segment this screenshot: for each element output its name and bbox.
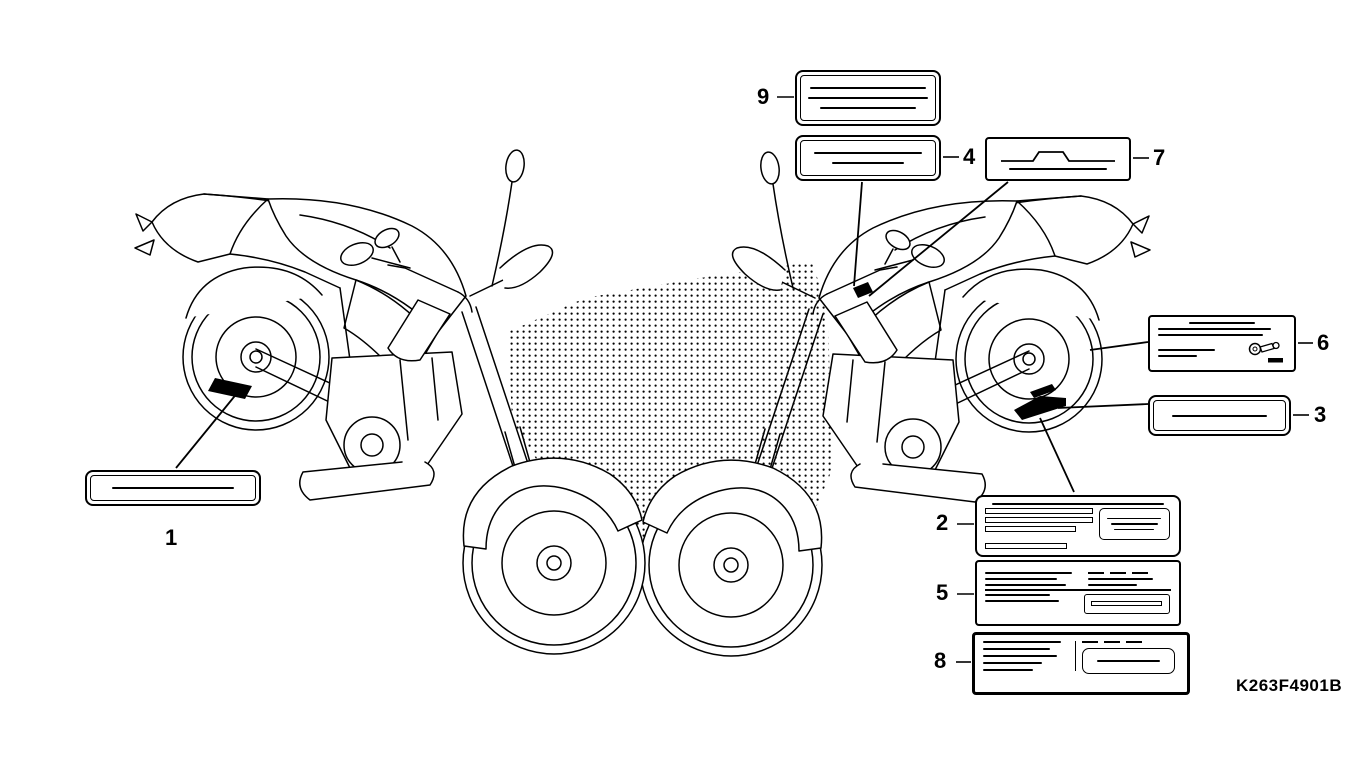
label-3-text-lines (1153, 400, 1286, 431)
caution-label-7 (985, 137, 1131, 181)
label-9-text-lines (800, 75, 936, 121)
callout-number-3: 3 (1314, 402, 1327, 427)
label-location-marks (208, 282, 1066, 420)
caution-label-8 (972, 632, 1190, 695)
caution-label-1 (85, 470, 261, 506)
callout-number-6: 6 (1317, 330, 1330, 355)
die-cut-tab-outline-icon (1001, 150, 1115, 162)
diagram-part-code: K263F4901B (1236, 676, 1343, 695)
caution-label-5 (975, 560, 1181, 626)
caution-label-9 (795, 70, 941, 126)
callout-number-4: 4 (963, 144, 976, 169)
callout-ticks (777, 96, 1313, 663)
caution-label-3 (1148, 395, 1291, 436)
callout-number-7: 7 (1153, 145, 1166, 170)
caution-label-2 (975, 495, 1181, 557)
callout-number-8: 8 (934, 648, 947, 673)
leader-lines (175, 181, 1149, 493)
callout-number-1: 1 (165, 525, 178, 550)
tire-valve-icon (1248, 341, 1283, 362)
caution-label-4 (795, 135, 941, 181)
label-1-text-lines (90, 475, 256, 501)
callout-number-5: 5 (936, 580, 949, 605)
caution-label-6 (1148, 315, 1296, 372)
label-4-text-lines (800, 140, 936, 176)
callout-number-9: 9 (757, 84, 770, 109)
callout-number-2: 2 (936, 510, 949, 535)
